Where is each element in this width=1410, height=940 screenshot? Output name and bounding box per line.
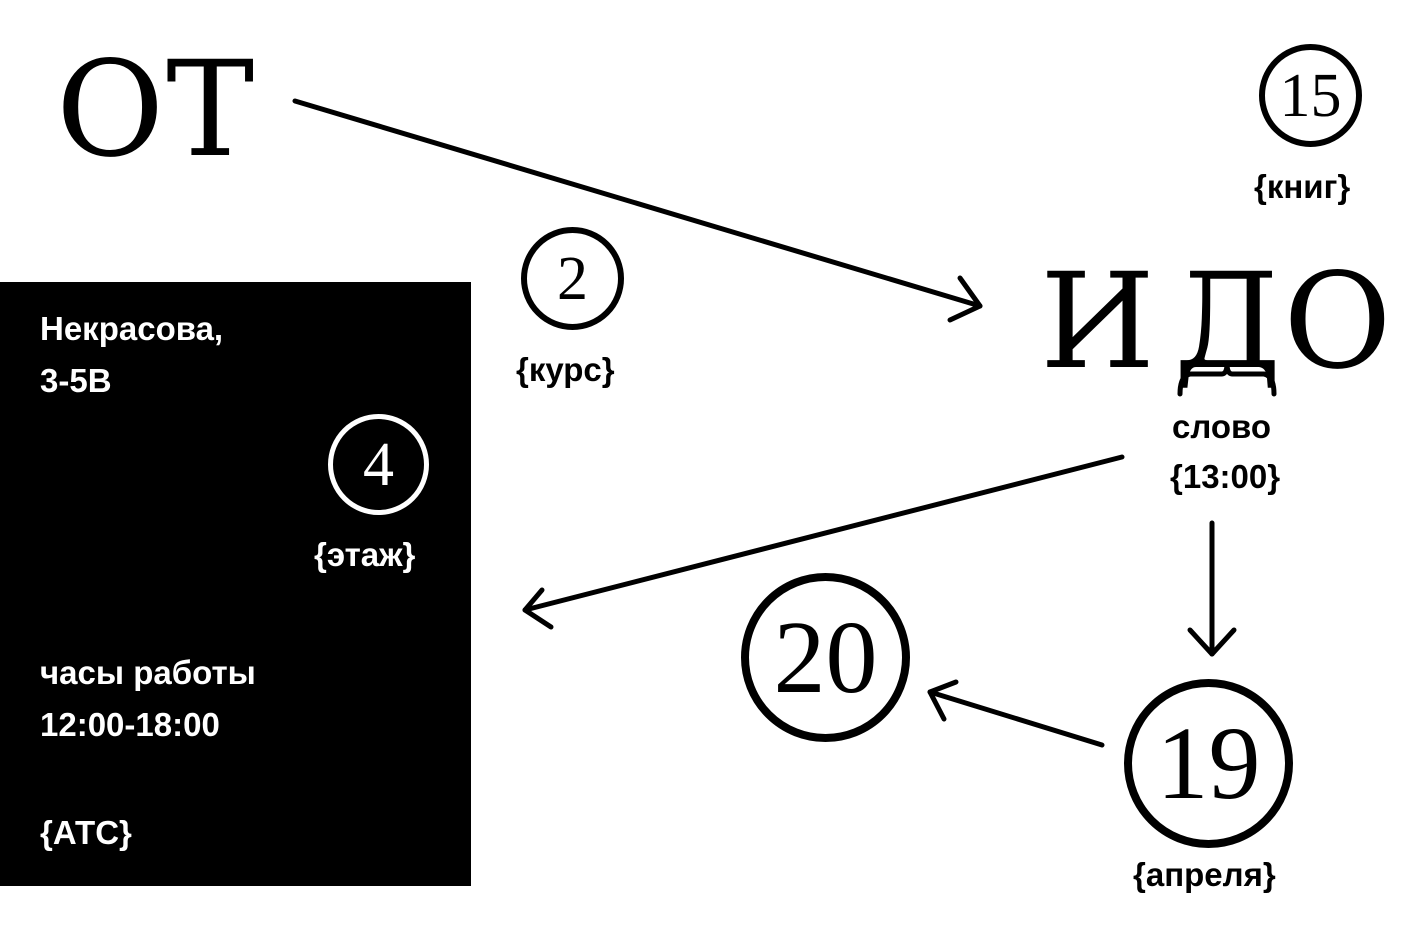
day-badge: 19 <box>1124 679 1293 848</box>
word-from: ОТ <box>56 33 257 187</box>
year-number: 20 <box>773 599 878 715</box>
year-badge: 20 <box>741 573 910 742</box>
books-caption: {книг} <box>1254 168 1351 205</box>
bracket-caption: слово <box>1172 408 1272 445</box>
bracket-time: {13:00} <box>1170 458 1281 495</box>
course-number: 2 <box>557 244 588 313</box>
arrow-down-to-day <box>1187 520 1237 657</box>
books-count: 15 <box>1279 61 1342 130</box>
hours-label: часы работы <box>40 654 256 691</box>
floor-badge: 4 <box>328 414 429 515</box>
course-caption: {курс} <box>516 351 615 388</box>
word-to: ДО <box>1174 245 1394 399</box>
course-badge: 2 <box>521 227 624 330</box>
word-and: И <box>1040 245 1158 399</box>
place-label: {АТС} <box>40 814 132 851</box>
day-number: 19 <box>1156 705 1261 821</box>
books-count-badge: 15 <box>1259 44 1362 147</box>
address-line-2: 3-5В <box>40 362 112 399</box>
address-line-1: Некрасова, <box>40 310 224 347</box>
info-panel: Некрасова, 3-5В 4 {этаж} часы работы 12:… <box>0 282 471 886</box>
day-caption: {апреля} <box>1133 856 1276 893</box>
hours-value: 12:00-18:00 <box>40 706 220 743</box>
arrow-day-to-year <box>927 679 1105 748</box>
floor-number: 4 <box>363 430 394 499</box>
floor-caption: {этаж} <box>314 536 416 573</box>
